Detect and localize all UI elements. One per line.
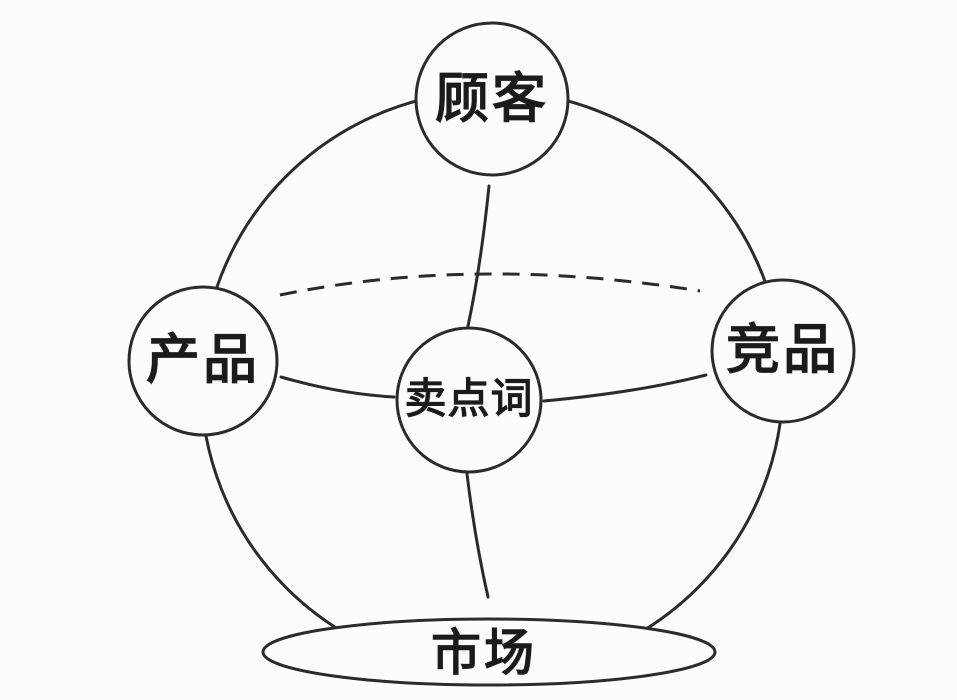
- customer-node-label: 顾客: [435, 67, 549, 130]
- product-node-circle: [127, 285, 279, 437]
- selling-point-node-label: 卖点词: [404, 374, 534, 423]
- customer-node-circle: [414, 21, 570, 177]
- product-node-label: 产品: [146, 328, 260, 391]
- competitor-node-circle: [710, 278, 856, 424]
- selling-point-node-circle: [395, 326, 543, 474]
- meridian-upper-line: [466, 184, 491, 328]
- equator-left-line: [279, 375, 396, 399]
- equator-back-dashed-line: [279, 272, 701, 297]
- market-node-label: 市场: [431, 624, 537, 682]
- market-node-ellipse: [261, 617, 717, 687]
- competitor-node-label: 竞品: [726, 318, 840, 381]
- equator-right-line: [542, 373, 708, 403]
- meridian-lower-line: [465, 472, 490, 599]
